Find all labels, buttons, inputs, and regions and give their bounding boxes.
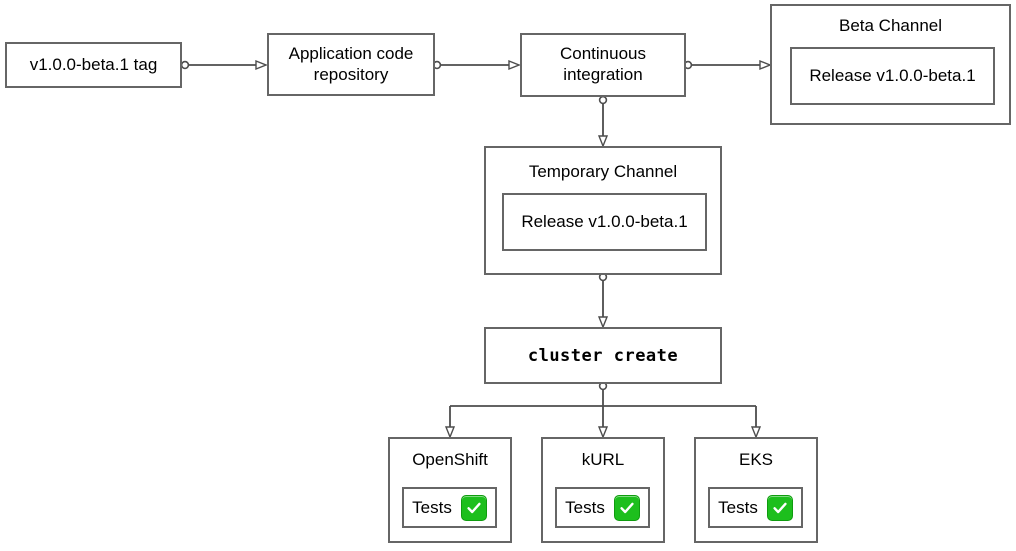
node-continuous-integration[interactable]: Continuous integration (520, 33, 686, 97)
node-temporary-channel-title: Temporary Channel (528, 162, 678, 181)
node-application-code-repository[interactable]: Application code repository (267, 33, 435, 96)
beta-channel-release-box[interactable]: Release v1.0.0-beta.1 (790, 47, 995, 105)
eks-tests-label: Tests (718, 497, 758, 517)
edge-tag-to-repo (180, 62, 265, 69)
edge-repo-to-ci (432, 62, 518, 69)
openshift-tests-box[interactable]: Tests (402, 487, 497, 528)
edge-ci-to-beta-channel (683, 62, 769, 69)
beta-channel-release-label: Release v1.0.0-beta.1 (809, 66, 976, 85)
node-tag-label: v1.0.0-beta.1 tag (29, 54, 158, 74)
node-tag[interactable]: v1.0.0-beta.1 tag (5, 42, 182, 88)
openshift-tests-label: Tests (412, 497, 452, 517)
kurl-tests-label: Tests (565, 497, 605, 517)
temporary-channel-release-label: Release v1.0.0-beta.1 (521, 212, 688, 231)
node-temporary-channel[interactable]: Temporary Channel Release v1.0.0-beta.1 (484, 146, 722, 275)
node-cluster-create[interactable]: cluster create (484, 327, 722, 384)
node-openshift-title: OpenShift (412, 450, 488, 469)
node-kurl[interactable]: kURL Tests (541, 437, 665, 543)
edge-temporary-channel-to-cluster-create (600, 272, 607, 326)
node-kurl-title: kURL (581, 450, 625, 469)
green-check-icon (460, 494, 487, 521)
node-eks[interactable]: EKS Tests (694, 437, 818, 543)
node-application-code-repository-label: Application code repository (288, 43, 414, 84)
node-eks-title: EKS (738, 450, 774, 469)
node-openshift[interactable]: OpenShift Tests (388, 437, 512, 543)
temporary-channel-release-box[interactable]: Release v1.0.0-beta.1 (502, 193, 707, 251)
edge-ci-to-temporary-channel (600, 95, 607, 145)
node-beta-channel-title: Beta Channel (838, 16, 943, 35)
node-continuous-integration-label: Continuous integration (559, 44, 646, 84)
node-beta-channel[interactable]: Beta Channel Release v1.0.0-beta.1 (770, 4, 1011, 125)
node-cluster-create-label: cluster create (527, 345, 679, 366)
eks-tests-box[interactable]: Tests (708, 487, 803, 528)
kurl-tests-box[interactable]: Tests (555, 487, 650, 528)
edge-cluster-create-to-targets (450, 381, 756, 436)
green-check-icon (613, 494, 640, 521)
green-check-icon (766, 494, 793, 521)
